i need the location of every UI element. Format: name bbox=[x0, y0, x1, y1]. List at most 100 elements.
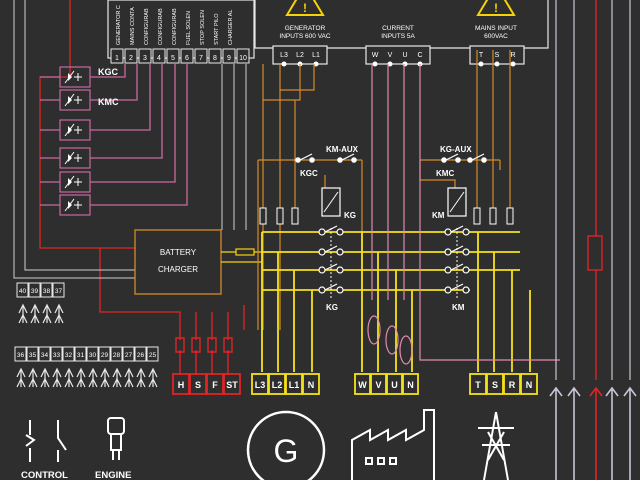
white-wire bbox=[24, 0, 135, 271]
white-wire bbox=[13, 0, 135, 279]
bottom-terminal-label: S bbox=[492, 380, 498, 390]
terminal-number: 33 bbox=[53, 352, 61, 359]
bottom-terminal-label: F bbox=[212, 380, 218, 390]
pink-wire bbox=[40, 64, 188, 206]
relay-coil-icon bbox=[59, 89, 91, 111]
pin-number: 6 bbox=[185, 55, 189, 62]
kg-contactor-label: KG bbox=[326, 303, 338, 312]
pin-number: 7 bbox=[199, 55, 203, 62]
battery-charger-line2: CHARGER bbox=[158, 265, 198, 274]
terminal-screw-icon bbox=[510, 61, 516, 67]
terminal-number: 35 bbox=[29, 352, 37, 359]
battery-charger-line1: BATTERY bbox=[160, 248, 197, 257]
terminal-screw-icon bbox=[402, 61, 408, 67]
terminal-number: 40 bbox=[19, 288, 27, 295]
pin-label: STOP SOLEN bbox=[200, 10, 206, 45]
yellow-wire bbox=[261, 232, 313, 372]
bottom-terminal-label: H bbox=[178, 380, 185, 390]
warning-icon: ! bbox=[476, 0, 516, 16]
bottom-terminal-label: U bbox=[391, 380, 398, 390]
relay-coil-icon bbox=[59, 147, 91, 169]
red-wire bbox=[195, 312, 245, 330]
orange-wire bbox=[262, 64, 301, 101]
bottom-terminal-label: L3 bbox=[255, 380, 266, 390]
kmc-aux-label: KMC bbox=[436, 169, 454, 178]
input-terminal-label: R bbox=[510, 52, 515, 59]
contactor-switch-icon bbox=[444, 245, 470, 256]
bottom-terminal-label: ST bbox=[226, 380, 238, 390]
pin-label: FUEL SOLEN bbox=[186, 11, 192, 45]
current-input-title: CURRENT bbox=[382, 25, 414, 32]
contactor-switch-icon bbox=[444, 283, 470, 294]
control-fuse-contacts bbox=[175, 330, 233, 375]
terminal-screw-icon bbox=[478, 61, 484, 67]
pin-number: 2 bbox=[129, 55, 133, 62]
engine-sensor-icon bbox=[107, 417, 125, 460]
input-terminal-label: T bbox=[479, 52, 484, 59]
arrow-up-icon bbox=[589, 386, 603, 480]
current-transformer-loops bbox=[367, 64, 560, 365]
red-wire bbox=[99, 248, 181, 330]
terminal-screw-icon bbox=[387, 61, 393, 67]
km-coil-label: KM bbox=[432, 211, 445, 220]
input-panel-outline bbox=[254, 0, 549, 49]
contactor-switch-icon bbox=[318, 263, 344, 274]
bottom-terminal-label: L1 bbox=[289, 380, 300, 390]
pink-wire bbox=[40, 64, 176, 183]
bottom-terminal-label: S bbox=[195, 380, 201, 390]
terminal-screw-icon bbox=[372, 61, 378, 67]
terminal-number: 27 bbox=[125, 352, 133, 359]
svg-text:G: G bbox=[274, 433, 299, 469]
terminal-number: 32 bbox=[65, 352, 73, 359]
fuse-icon bbox=[291, 207, 299, 225]
relay-coil-icon bbox=[59, 119, 91, 141]
controller-box bbox=[107, 0, 255, 59]
terminal-number: 31 bbox=[77, 352, 85, 359]
bottom-terminal-label: L2 bbox=[272, 380, 283, 390]
km-contactor-label: KM bbox=[452, 303, 465, 312]
mains-input-subtitle: 600VAC bbox=[484, 33, 508, 40]
kg-aux-label: KG-AUX bbox=[440, 145, 472, 154]
terminal-number: 30 bbox=[89, 352, 97, 359]
bottom-terminal-label: N bbox=[407, 380, 414, 390]
kg-coil-label: KG bbox=[344, 211, 356, 220]
orange-wire bbox=[476, 64, 511, 210]
bottom-terminal-label: N bbox=[526, 380, 533, 390]
aux-contacts bbox=[295, 153, 487, 163]
input-terminal-label: U bbox=[402, 52, 407, 59]
orange-wire bbox=[476, 50, 511, 64]
terminal-number: 26 bbox=[137, 352, 145, 359]
pink-wire bbox=[40, 64, 163, 159]
svg-text:!: ! bbox=[303, 1, 307, 15]
orange-wire bbox=[279, 64, 315, 91]
terminal-screw-icon bbox=[494, 61, 500, 67]
terminal-number: 34 bbox=[41, 352, 49, 359]
yellow-wire bbox=[477, 232, 531, 372]
fuse-icon bbox=[587, 235, 603, 271]
pink-wire-kgc bbox=[40, 64, 126, 78]
terminal-screw-icon bbox=[313, 61, 319, 67]
terminal-number: 37 bbox=[55, 288, 63, 295]
white-wire bbox=[221, 64, 247, 230]
fuse-group bbox=[259, 207, 514, 225]
generator-input-title: GENERATOR bbox=[285, 25, 326, 32]
pin-number: 3 bbox=[143, 55, 147, 62]
bottom-terminal-label: T bbox=[475, 380, 481, 390]
bottom-terminal-label: V bbox=[375, 380, 381, 390]
power-tower-icon bbox=[478, 411, 514, 480]
fuse-icon bbox=[473, 207, 481, 225]
arrow-up-icons bbox=[549, 386, 637, 480]
pin-label: CHARGER AL bbox=[228, 10, 234, 45]
pin-number: 9 bbox=[227, 55, 231, 62]
relay-coil-icon bbox=[59, 171, 91, 193]
input-terminal-label: L3 bbox=[280, 52, 288, 59]
contactor-switches bbox=[318, 225, 470, 300]
mains-input-title: MAINS INPUT bbox=[475, 25, 517, 32]
terminal-number: 38 bbox=[43, 288, 51, 295]
contactor-switch-icon bbox=[444, 263, 470, 274]
terminal-number: 36 bbox=[17, 352, 25, 359]
